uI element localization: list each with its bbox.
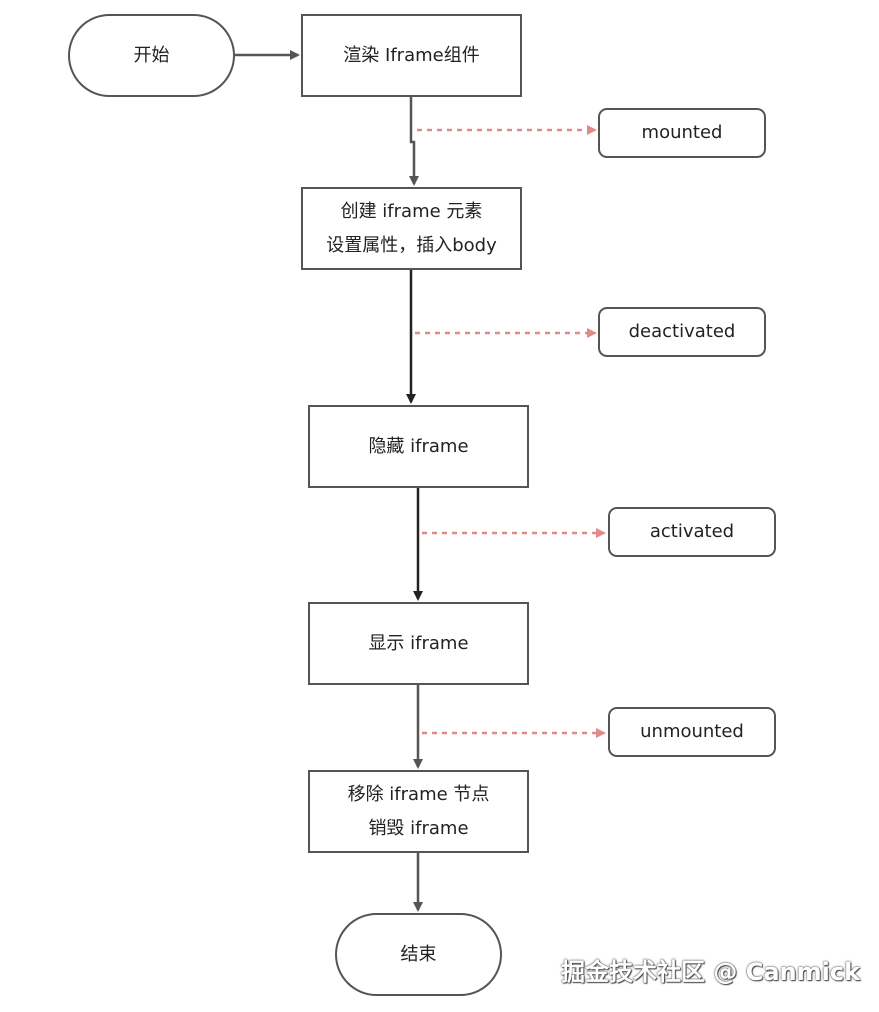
destroy-iframe-label: 销毁 iframe bbox=[368, 817, 469, 839]
create-iframe-node: 创建 iframe 元素 设置属性，插入body bbox=[301, 187, 522, 270]
show-iframe-node: 显示 iframe bbox=[308, 602, 529, 685]
event-mounted: mounted bbox=[598, 108, 766, 158]
remove-iframe-node: 移除 iframe 节点 销毁 iframe bbox=[308, 770, 529, 853]
event-deactivated: deactivated bbox=[598, 307, 766, 357]
watermark: 掘金技术社区 @ Canmick bbox=[561, 958, 861, 986]
arrow-render-to-create bbox=[409, 97, 419, 186]
event-activated: activated bbox=[608, 507, 776, 557]
hide-iframe-label: 隐藏 iframe bbox=[368, 435, 469, 457]
event-activated-label: activated bbox=[649, 521, 735, 542]
event-unmounted-label: unmounted bbox=[640, 721, 744, 742]
show-iframe-label: 显示 iframe bbox=[368, 632, 469, 654]
create-iframe-label: 创建 iframe 元素 bbox=[340, 200, 483, 222]
end-label: 结束 bbox=[400, 943, 437, 965]
set-attrs-label: 设置属性，插入body bbox=[326, 234, 497, 256]
render-iframe-node: 渲染 Iframe组件 bbox=[301, 14, 522, 97]
event-unmounted: unmounted bbox=[608, 707, 776, 757]
event-deactivated-label: deactivated bbox=[628, 321, 736, 342]
start-label: 开始 bbox=[133, 44, 170, 66]
event-mounted-label: mounted bbox=[641, 122, 723, 143]
start-node: 开始 bbox=[68, 14, 235, 97]
render-iframe-label: 渲染 Iframe组件 bbox=[343, 44, 480, 66]
end-node: 结束 bbox=[335, 913, 502, 996]
hide-iframe-node: 隐藏 iframe bbox=[308, 405, 529, 488]
remove-iframe-label: 移除 iframe 节点 bbox=[347, 783, 490, 805]
